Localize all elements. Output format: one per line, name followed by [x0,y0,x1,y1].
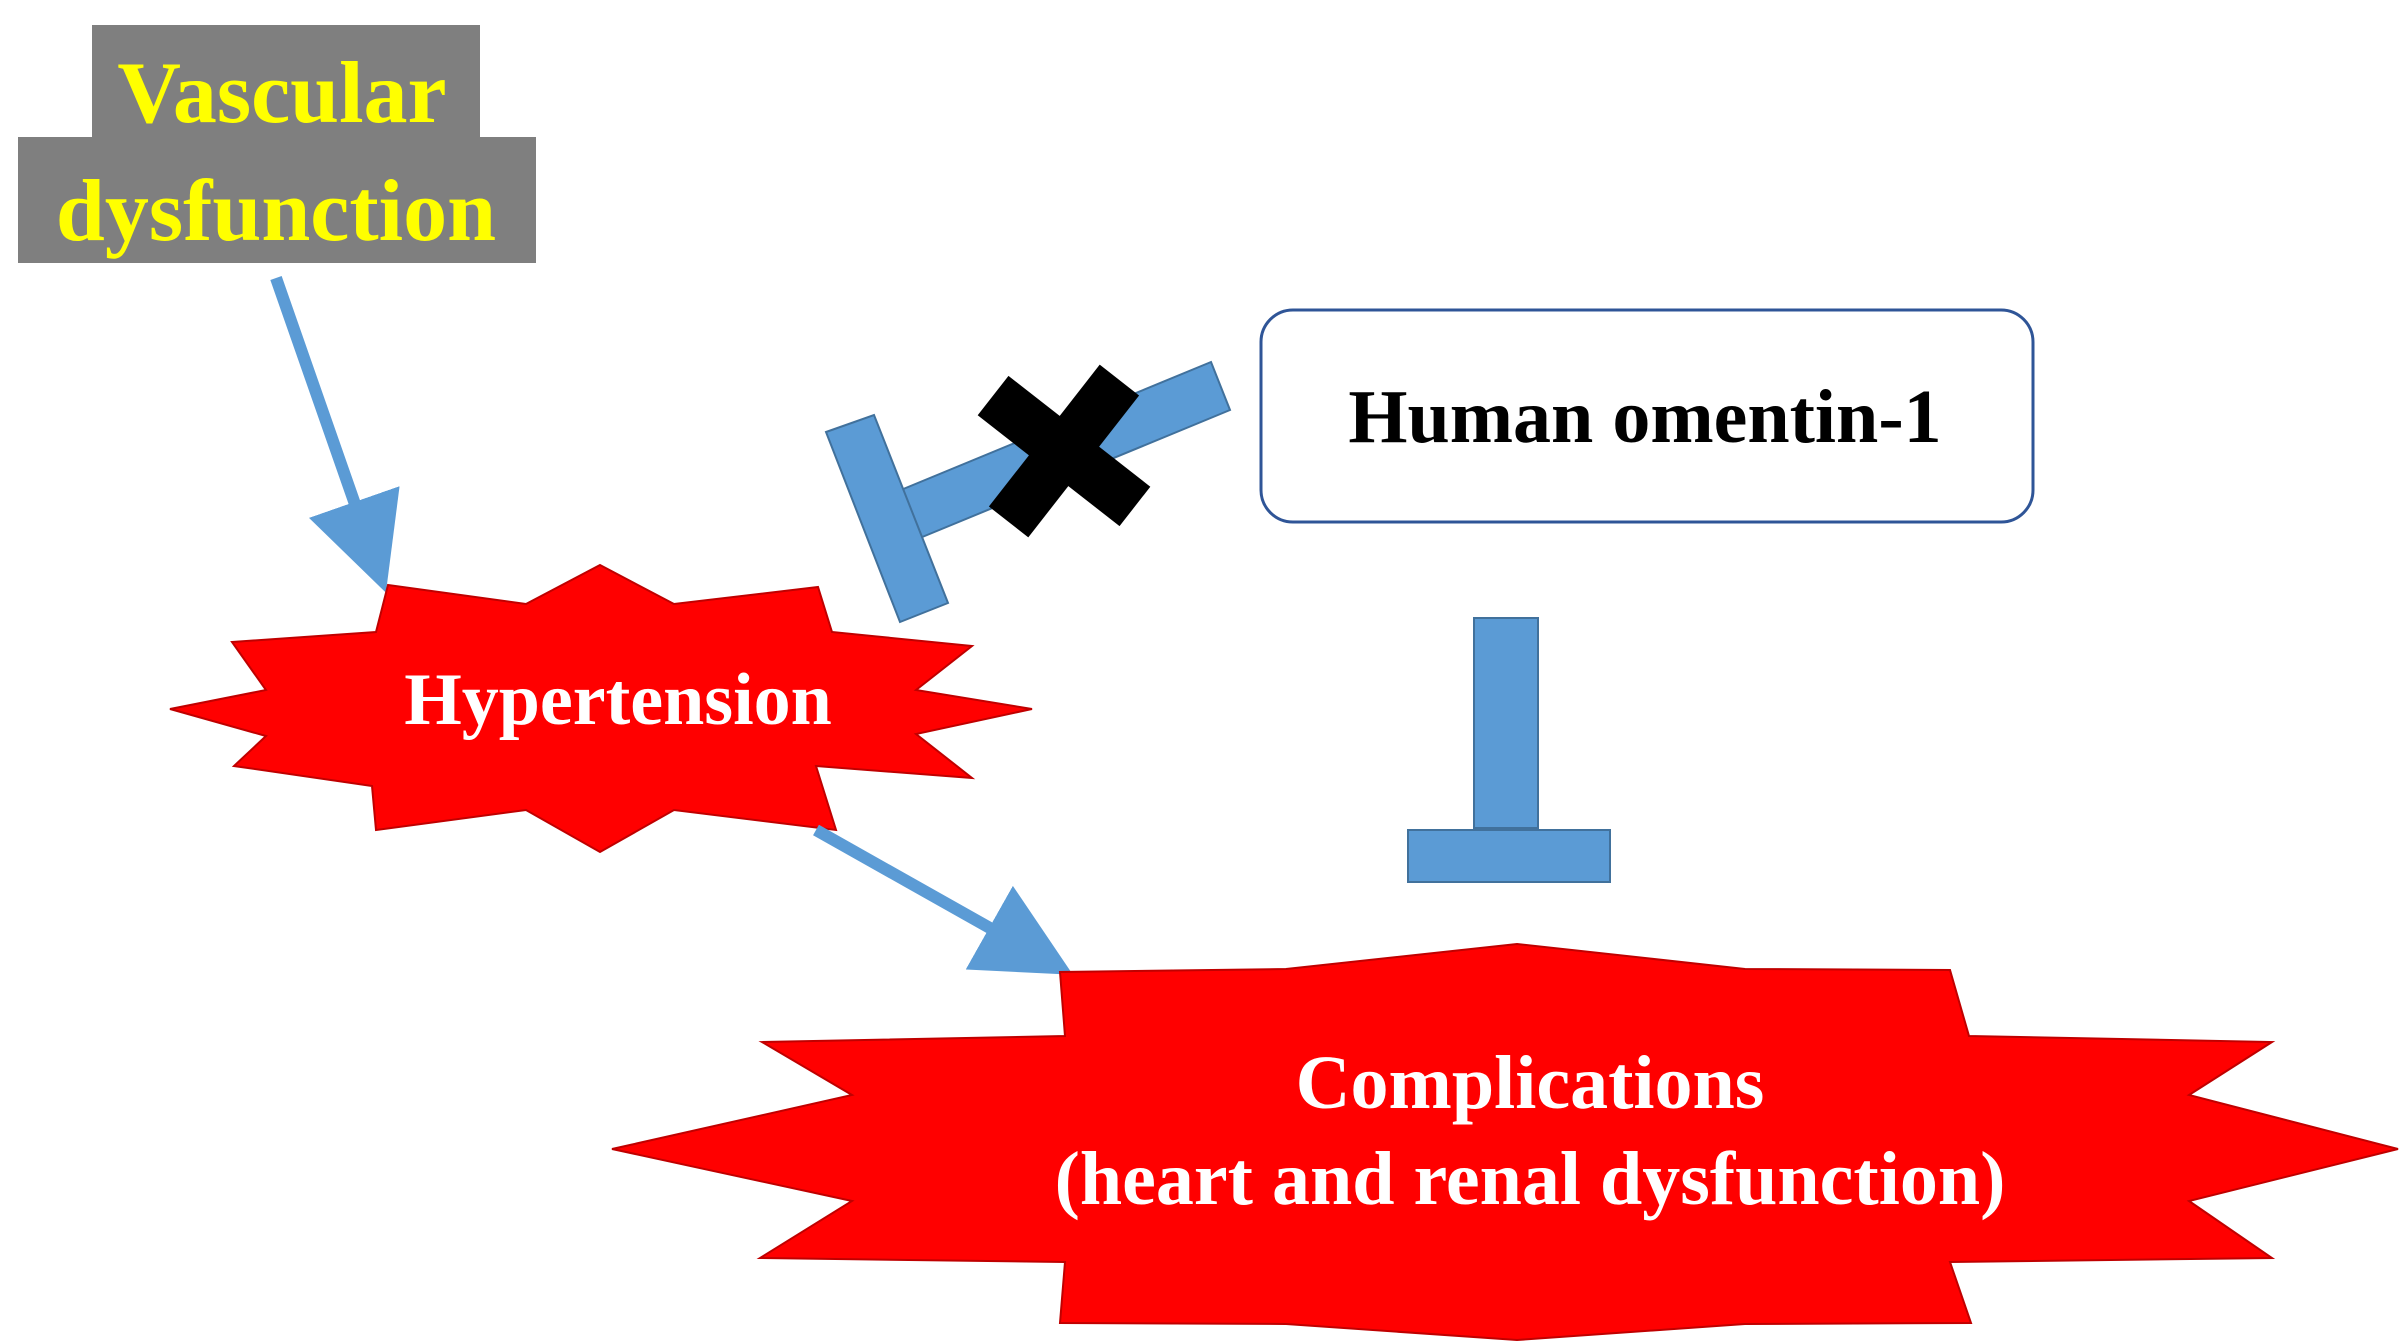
complications-label-line1: Complications [1296,1041,1765,1125]
hypertension-node: Hypertension [169,563,1033,854]
arrow-hypertension-to-complications [813,824,1073,975]
human-omentin-1-node: Human omentin-1 [1259,308,2035,524]
hypertension-starburst [169,563,1033,854]
blocked-inhibition-omentin-to-hypertension [824,360,1232,624]
omentin-box [1259,308,2035,524]
block-x-icon [977,364,1151,538]
inhibition-bar-shaft-lower [1473,617,1539,829]
inhibition-tbar-lower [1407,829,1611,883]
vascular-dysfunction-node: Vascular dysfunction [18,25,536,263]
arrow-vascular-to-hypertension [270,276,400,593]
complications-node: Complications (heart and renal dysfuncti… [611,942,2399,1342]
complications-starburst [611,942,2399,1342]
inhibition-omentin-to-complications [1407,617,1611,883]
vascular-label-bg-line1 [92,25,480,137]
omentin-label: Human omentin-1 [1348,375,1941,459]
vascular-label-line2: dysfunction [56,163,496,260]
complications-label-line2: (heart and renal dysfunction) [1055,1137,2006,1221]
inhibition-tbar-upper [824,413,950,624]
vascular-label-line1: Vascular [117,45,446,142]
vascular-label-bg-line2 [18,137,536,263]
hypertension-label: Hypertension [404,659,832,741]
